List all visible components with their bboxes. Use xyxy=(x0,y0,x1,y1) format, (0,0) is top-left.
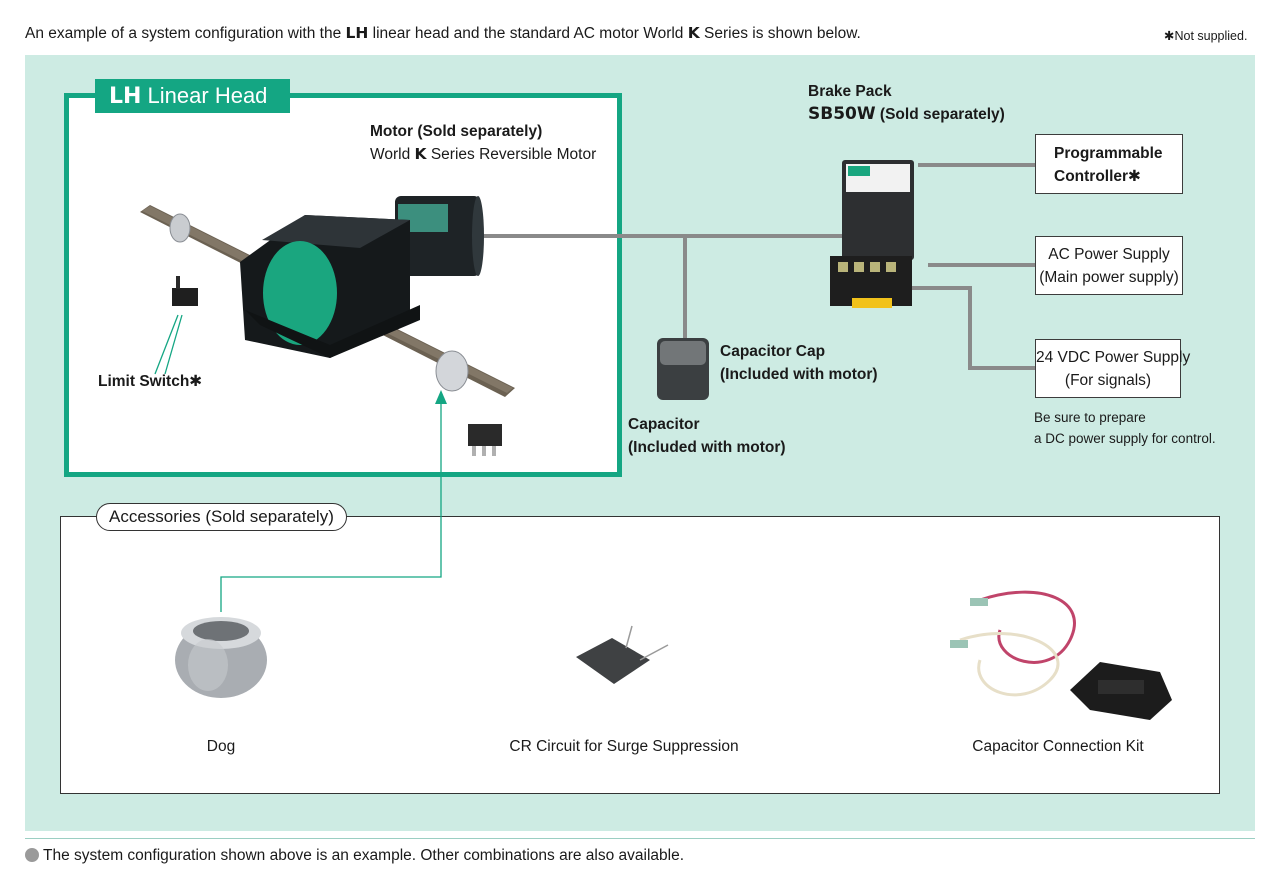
capacitor-connection-kit-icon xyxy=(950,590,1172,720)
capacitor-kit-label: Capacitor Connection Kit xyxy=(972,738,1144,755)
limit-switch-2-icon xyxy=(468,424,502,456)
bullet-icon xyxy=(25,848,39,862)
limit-switch-icon xyxy=(172,276,198,306)
brake-pack-icon xyxy=(830,160,914,308)
intro-text: An example of a system configuration wit… xyxy=(25,24,861,42)
ac-power-supply-box: AC Power Supply (Main power supply) xyxy=(1035,236,1183,295)
capacitor-label: Capacitor (Included with motor) xyxy=(628,416,786,456)
brake-pack-label: Brake Pack SB50W (Sold separately) xyxy=(808,83,1005,124)
motor-icon xyxy=(240,196,484,358)
capacitor-icon xyxy=(657,338,709,400)
not-supplied-note: ✱Not supplied. xyxy=(1164,29,1248,43)
motor-label: Motor (Sold separately) World K Series R… xyxy=(370,123,597,163)
dc-power-wire xyxy=(912,286,1035,370)
footer-divider xyxy=(25,838,1255,839)
limit-switch-label: Limit Switch✱ xyxy=(98,373,203,390)
dc-power-supply-box: 24 VDC Power Supply (For signals) xyxy=(1035,339,1190,398)
dog-leader-line xyxy=(220,392,442,612)
dog-accessory-icon xyxy=(175,617,267,698)
capacitor-cap-label: Capacitor Cap (Included with motor) xyxy=(720,343,878,383)
leader-arrow-icon xyxy=(435,390,447,404)
dc-power-note: Be sure to prepare a DC power supply for… xyxy=(1034,410,1216,446)
limit-switch-leader xyxy=(154,314,179,375)
linear-head-tab: LH Linear Head xyxy=(95,79,290,113)
footer-note: The system configuration shown above is … xyxy=(25,847,684,865)
dog-label: Dog xyxy=(206,738,236,755)
wiring xyxy=(478,163,1035,370)
cr-circuit-label: CR Circuit for Surge Suppression xyxy=(509,738,739,755)
cr-circuit-icon xyxy=(576,625,669,684)
programmable-controller-box: Programmable Controller✱ xyxy=(1035,134,1183,194)
accessories-title: Accessories (Sold separately) xyxy=(96,503,347,531)
